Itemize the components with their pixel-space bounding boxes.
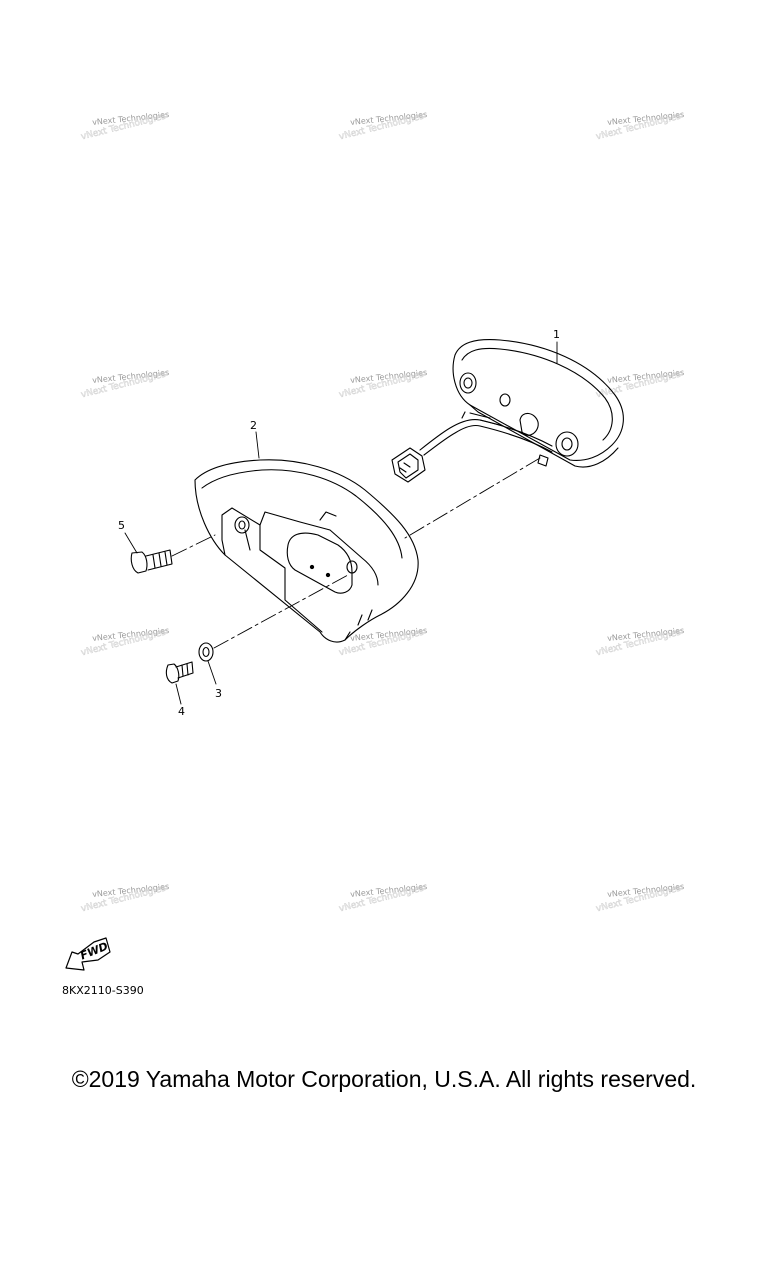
diagram-code: 8KX2110-S390 [62,984,144,997]
callout-3: 3 [215,687,222,700]
bolt-part-5 [130,549,173,574]
assembly-lines [171,457,541,649]
copyright-notice: ©2019 Yamaha Motor Corporation, U.S.A. A… [71,1066,697,1092]
leader-lines [124,341,558,705]
callout-5: 5 [118,519,125,532]
screw-part-4 [165,661,194,684]
fwd-label: FWD [78,940,110,963]
fwd-arrow: FWD [65,937,111,971]
callout-4: 4 [178,705,185,718]
callout-1: 1 [553,328,560,341]
washer-part-3 [198,642,214,662]
meter-assembly [391,339,624,483]
callout-2: 2 [250,419,257,432]
meter-cover [194,459,419,643]
